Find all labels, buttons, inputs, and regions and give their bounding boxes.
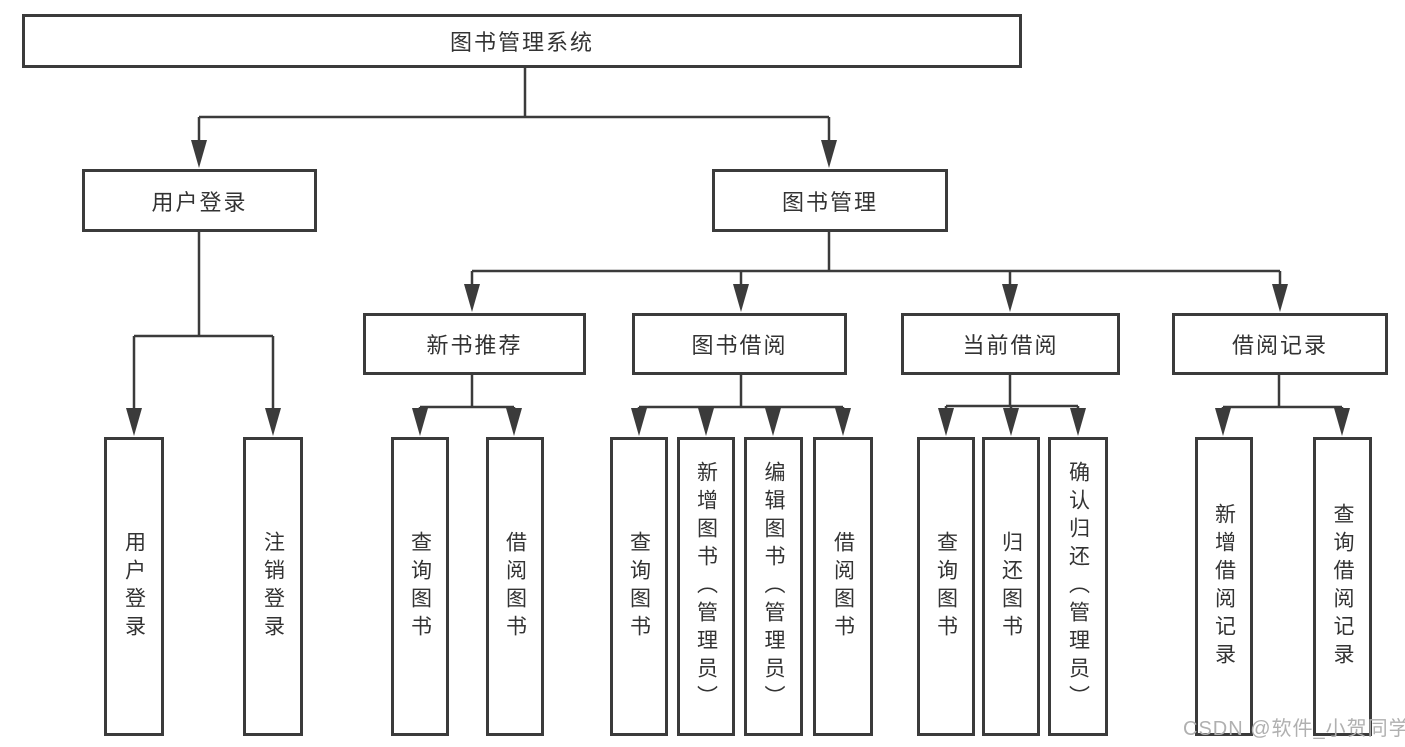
node-new-book-recommend: 新书推荐 (363, 313, 586, 375)
arrowhead (631, 408, 647, 436)
leaf-label: 注销登录 (261, 530, 285, 643)
node-root-library-system: 图书管理系统 (22, 14, 1022, 68)
leaf-label: 编辑图书（管理员） (762, 460, 785, 713)
leaf-borrow-books-borrowing: 借阅图书 (813, 437, 873, 736)
leaf-label: 借阅图书 (503, 530, 527, 643)
arrowhead (464, 284, 480, 312)
leaf-edit-book-admin: 编辑图书（管理员） (744, 437, 803, 736)
leaf-label: 查询图书 (408, 530, 432, 643)
arrowhead (1070, 408, 1086, 436)
leaf-add-book-admin: 新增图书（管理员） (677, 437, 735, 736)
node-book-management: 图书管理 (712, 169, 948, 232)
arrowhead (506, 408, 522, 436)
node-borrowing-records: 借阅记录 (1172, 313, 1388, 375)
leaf-user-login: 用户登录 (104, 437, 164, 736)
leaf-label: 确认归还（管理员） (1066, 460, 1090, 713)
leaf-label: 查询图书 (627, 530, 651, 643)
leaf-label: 新增图书（管理员） (694, 460, 718, 713)
leaf-label: 用户登录 (122, 530, 146, 643)
leaf-return-books: 归还图书 (982, 437, 1040, 736)
leaf-add-borrow-record: 新增借阅记录 (1195, 437, 1253, 736)
arrowhead (1272, 284, 1288, 312)
leaf-label: 新增借阅记录 (1212, 502, 1236, 671)
leaf-label: 归还图书 (999, 530, 1023, 643)
leaf-confirm-return-admin: 确认归还（管理员） (1048, 437, 1108, 736)
arrowhead (1215, 408, 1231, 436)
arrowhead (733, 284, 749, 312)
arrowheads (126, 140, 1350, 436)
arrowhead (835, 408, 851, 436)
leaf-query-books-recommend: 查询图书 (391, 437, 449, 736)
leaf-query-books-current: 查询图书 (917, 437, 975, 736)
node-book-borrowing: 图书借阅 (632, 313, 847, 375)
arrowhead (412, 408, 428, 436)
arrowhead (126, 408, 142, 436)
leaf-borrow-books-recommend: 借阅图书 (486, 437, 544, 736)
arrowhead (938, 408, 954, 436)
arrowhead (765, 408, 781, 436)
arrowhead (265, 408, 281, 436)
arrowhead (191, 140, 207, 168)
arrowhead (1003, 408, 1019, 436)
leaf-label: 借阅图书 (831, 530, 855, 643)
arrowhead (1002, 284, 1018, 312)
leaf-logout: 注销登录 (243, 437, 303, 736)
arrowhead (821, 140, 837, 168)
node-current-borrowing: 当前借阅 (901, 313, 1120, 375)
watermark: CSDN @软件_小贺同学 (1183, 718, 1405, 740)
leaf-query-books-borrowing: 查询图书 (610, 437, 668, 736)
leaf-query-borrow-record: 查询借阅记录 (1313, 437, 1372, 736)
node-user-login: 用户登录 (82, 169, 317, 232)
arrowhead (698, 408, 714, 436)
leaf-label: 查询图书 (934, 530, 958, 643)
leaf-label: 查询借阅记录 (1331, 502, 1354, 671)
arrowhead (1334, 408, 1350, 436)
